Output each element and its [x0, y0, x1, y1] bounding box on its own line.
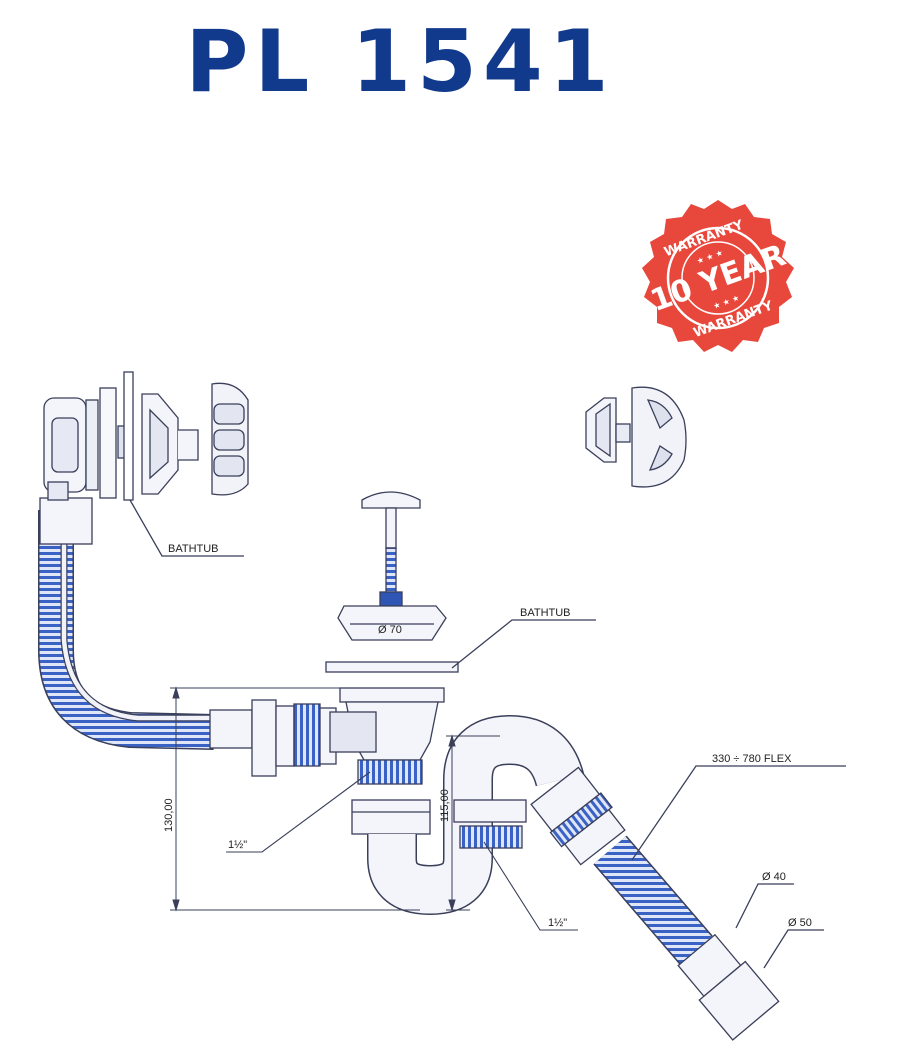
- label-bathtub-drain: BATHTUB: [520, 607, 571, 619]
- drain-body: [329, 687, 445, 835]
- overflow-flex-hose: [38, 481, 215, 750]
- label-thread-left: 1½": [228, 839, 247, 851]
- label-diameter-40: Ø 40: [762, 871, 786, 883]
- label-thread-right: 1½": [548, 917, 567, 929]
- warranty-seal: WARRANTY 10 YEAR WARRANTY ★ ★ ★ ★ ★ ★: [642, 200, 794, 352]
- dimension-lines: [170, 686, 500, 912]
- overflow-cover-detail: [585, 386, 687, 488]
- overflow-assembly: [43, 371, 249, 557]
- dimension-115: 115,00: [439, 789, 451, 822]
- outlet-flex-hose: [530, 765, 846, 1041]
- drain-plug: [325, 491, 596, 673]
- dimension-130: 130,00: [163, 798, 175, 832]
- label-diameter-50: Ø 50: [788, 917, 812, 929]
- label-bathtub-overflow: BATHTUB: [168, 543, 219, 555]
- product-title: PL 1541: [185, 12, 615, 112]
- seal-shape: [642, 200, 794, 352]
- overflow-connector: [209, 699, 337, 777]
- siphon-trap: [367, 714, 585, 916]
- label-diameter-70: Ø 70: [378, 624, 402, 636]
- thread-leaders: [226, 771, 578, 931]
- label-flex-length: 330 ÷ 780 FLEX: [712, 753, 792, 765]
